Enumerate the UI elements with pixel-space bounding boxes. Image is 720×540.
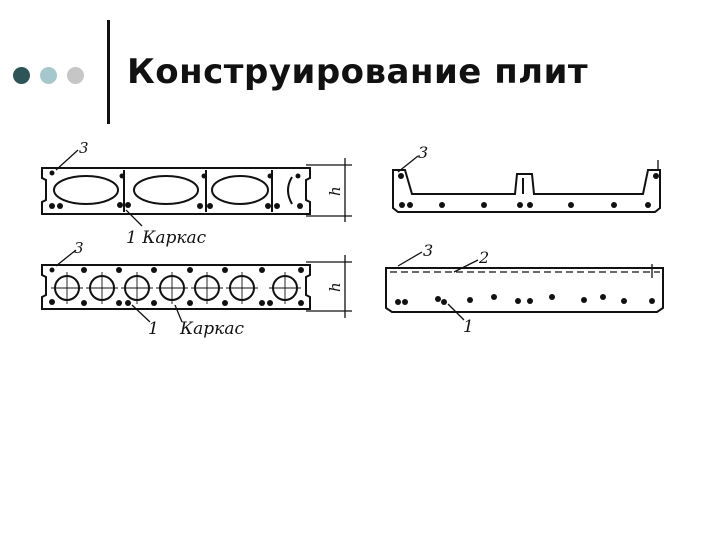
slab-solid (385, 267, 664, 313)
bullet-dot-2 (40, 67, 57, 84)
bullet-dot-3 (67, 67, 84, 84)
void-centerlines (51, 272, 301, 304)
leader-line-3d (397, 251, 423, 267)
callout-3d: 3 (423, 241, 433, 260)
dimension-h-b: h (326, 282, 344, 292)
leader-line-1b (447, 303, 465, 321)
slab-oval-voids (41, 167, 311, 215)
label-frame: 1 Каркас (126, 228, 207, 248)
label-frame-b: Каркас (179, 319, 244, 339)
dimension-h: h (326, 186, 344, 196)
label-1: 1 (148, 319, 159, 339)
rebar-dots-bottom-left (49, 267, 304, 306)
leader-line-3c (397, 155, 419, 173)
leader-line-3b (55, 249, 77, 267)
callout-3c: 3 (418, 143, 428, 162)
label-1b: 1 (463, 317, 474, 337)
bullet-dot-1 (13, 67, 30, 84)
leader-line-2 (453, 259, 479, 273)
rebar-dots-top-left (49, 170, 303, 209)
callout-3b: 3 (74, 239, 84, 257)
rebar-dots-top-right (398, 173, 659, 208)
leader-line-3 (55, 149, 79, 171)
page-title: Конструирование плит (127, 52, 589, 92)
title-divider (107, 20, 110, 124)
leader-line-karkas-b (174, 304, 183, 323)
slab-ribbed (392, 169, 661, 213)
leader-line-1 (131, 304, 151, 323)
callout-3: 3 (79, 139, 89, 157)
rebar-dots-bottom-right (395, 294, 655, 305)
callout-2: 2 (478, 248, 489, 267)
leader-line-karkas (125, 209, 143, 227)
